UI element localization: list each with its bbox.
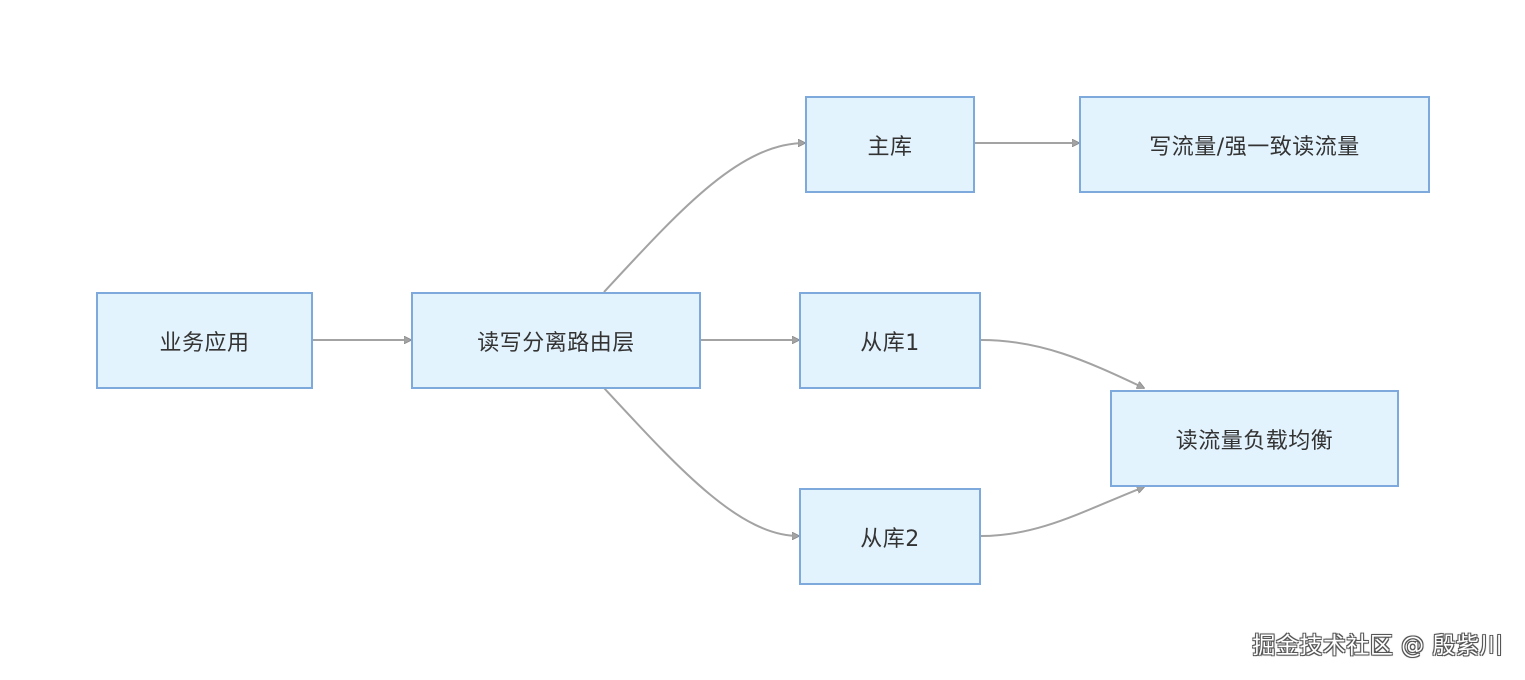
node-business-app-label: 业务应用 (159, 330, 250, 356)
node-write-traffic: 写流量/强一致读流量 (1079, 96, 1430, 193)
node-replica-db-2: 从库2 (799, 488, 981, 585)
node-replica-db-1-label: 从库1 (860, 330, 920, 356)
node-replica-db-1: 从库1 (799, 292, 981, 389)
edge-router-to-master (603, 143, 805, 293)
edge-replica2-to-read-lb (980, 487, 1144, 537)
node-master-db: 主库 (805, 96, 975, 193)
edge-replica1-to-read-lb (980, 339, 1144, 388)
node-rw-split-router: 读写分离路由层 (411, 292, 701, 389)
node-master-db-label: 主库 (867, 134, 913, 160)
node-replica-db-2-label: 从库2 (860, 526, 920, 552)
node-business-app: 业务应用 (96, 292, 313, 389)
watermark: 掘金技术社区 @ 殷紫川 (1252, 633, 1503, 659)
node-read-load-balancer: 读流量负载均衡 (1110, 390, 1399, 487)
node-write-traffic-label: 写流量/强一致读流量 (1149, 134, 1360, 160)
node-rw-split-router-label: 读写分离路由层 (477, 330, 635, 356)
edge-router-to-replica2 (603, 387, 799, 536)
node-read-load-balancer-label: 读流量负载均衡 (1175, 428, 1334, 454)
